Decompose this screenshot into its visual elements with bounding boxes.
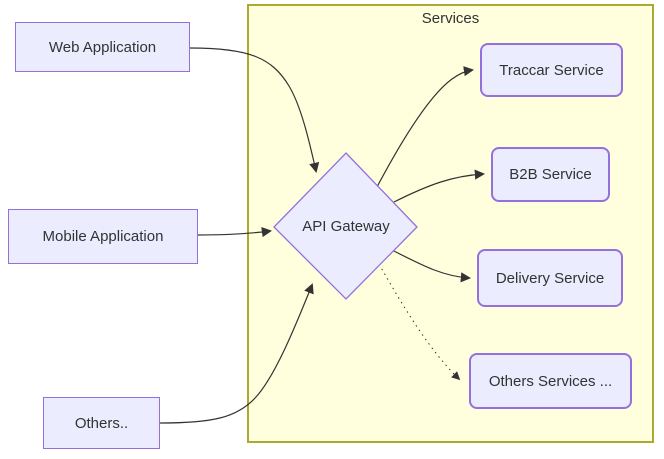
node-mobile-application: Mobile Application — [8, 209, 198, 264]
api-gateway-label: API Gateway — [302, 218, 390, 235]
node-others-services: Others Services ... — [469, 353, 632, 409]
node-web-application-label: Web Application — [48, 38, 157, 56]
node-delivery-service-label: Delivery Service — [495, 269, 605, 287]
node-delivery-service: Delivery Service — [477, 249, 623, 307]
services-container-title: Services — [421, 10, 480, 27]
node-others-services-label: Others Services ... — [488, 372, 613, 390]
node-others-client-label: Others.. — [74, 414, 129, 432]
node-traccar-service-label: Traccar Service — [499, 61, 604, 79]
node-mobile-application-label: Mobile Application — [42, 228, 164, 245]
node-web-application: Web Application — [15, 22, 190, 72]
node-traccar-service: Traccar Service — [480, 43, 623, 97]
node-others-client: Others.. — [43, 397, 160, 449]
node-b2b-service: B2B Service — [491, 147, 610, 202]
node-b2b-service-label: B2B Service — [509, 166, 592, 183]
